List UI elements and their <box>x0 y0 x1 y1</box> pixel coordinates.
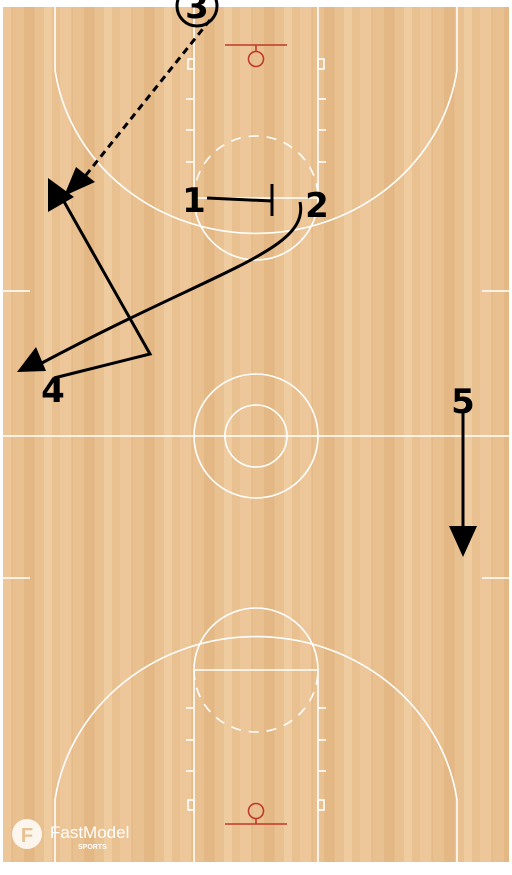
cut-arrowhead-2 <box>17 347 46 372</box>
cut-path-4 <box>53 197 153 380</box>
logo-sub: SPORTS <box>78 844 107 851</box>
top-free-throw-circle-solid <box>193 197 319 261</box>
logo-name: FastModel <box>50 823 129 842</box>
cut-arrowhead-4 <box>48 178 74 212</box>
player-5-label: 5 <box>451 382 475 422</box>
player-1-label: 1 <box>182 181 206 221</box>
top-three-point-arc <box>54 7 458 235</box>
screen-line-1 <box>206 196 273 203</box>
fastmodel-f-icon <box>12 819 42 849</box>
cut-arrowhead-5 <box>449 526 477 557</box>
bottom-free-throw-circle-dashed <box>193 669 319 733</box>
top-lane <box>193 7 319 199</box>
player-3-label: 3 <box>185 0 209 27</box>
bottom-three-point-arc <box>54 635 458 862</box>
fastmodel-logo: F FastModel SPORTS <box>12 819 129 851</box>
top-rim <box>247 50 265 68</box>
svg-text:F: F <box>21 825 33 847</box>
bottom-rim <box>247 802 265 820</box>
player-4-label: 4 <box>41 371 65 411</box>
hoops <box>225 44 287 825</box>
play-actions <box>17 19 477 557</box>
pass-line-3 <box>80 19 212 181</box>
bottom-free-throw-circle-solid <box>193 607 319 671</box>
player-3-circle <box>175 0 219 28</box>
court-lines <box>3 7 509 862</box>
player-2-label: 2 <box>305 186 329 226</box>
center-circle-outer <box>193 373 319 499</box>
bottom-lane <box>193 669 319 862</box>
pass-arrowhead <box>64 167 95 196</box>
cut-path-2 <box>39 201 303 366</box>
top-free-throw-circle-dashed <box>193 135 319 199</box>
center-circle-inner <box>224 404 288 468</box>
